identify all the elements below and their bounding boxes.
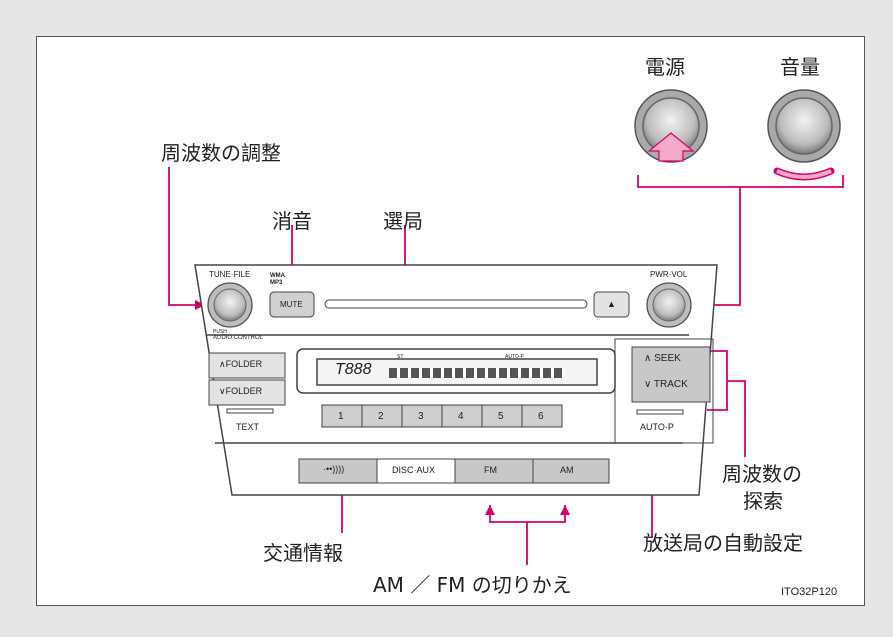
preset-4[interactable]: 4: [458, 411, 464, 422]
audio-control-text: AUDIO CONTROL: [213, 335, 264, 341]
disc-aux-button[interactable]: [376, 458, 456, 484]
folder-down-text: ∨FOLDER: [219, 386, 263, 396]
folder-up-button[interactable]: [208, 352, 286, 379]
preset-3[interactable]: 3: [418, 411, 424, 422]
cd-slot: [324, 299, 588, 309]
search-label-line2: 探索: [743, 489, 783, 513]
eject-button[interactable]: [593, 291, 630, 318]
autop-indicator: AUTO-P: [505, 354, 524, 360]
search-label-line1: 周波数の: [722, 462, 802, 486]
pwr-vol-knob[interactable]: [646, 282, 692, 328]
traffic-button[interactable]: [298, 458, 378, 484]
preset-1[interactable]: 1: [338, 411, 344, 422]
traffic-button-icon: ·••)))): [323, 464, 345, 474]
fm-text: FM: [484, 465, 497, 475]
eject-text: ▲: [607, 299, 616, 309]
amfm-label: AM ／ FM の切りかえ: [373, 573, 572, 597]
mute-label: 消音: [272, 209, 312, 233]
preset-6[interactable]: 6: [538, 411, 544, 422]
display-readout: T888: [335, 361, 372, 378]
mp3-text: MP3: [270, 280, 283, 286]
tune-file-text: TUNE·FILE: [209, 270, 251, 279]
am-button[interactable]: [532, 458, 610, 484]
radio-diagram: [168, 89, 844, 565]
tune-label: 周波数の調整: [161, 141, 281, 165]
diagram-frame: 電源 音量 周波数の調整 消音 選局 周波数の 探索 交通情報 放送局の自動設定…: [36, 36, 865, 606]
folder-up-text: ∧FOLDER: [219, 359, 263, 369]
radio-panel: [194, 264, 718, 496]
autop-button-text[interactable]: AUTO·P: [640, 422, 674, 432]
preset-5[interactable]: 5: [498, 411, 504, 422]
am-text: AM: [560, 465, 574, 475]
volume-label: 音量: [780, 55, 820, 79]
preset-buttons[interactable]: [321, 404, 563, 428]
disc-aux-text: DISC·AUX: [392, 465, 436, 475]
text-button-text[interactable]: TEXT: [236, 422, 260, 432]
volume-knob: [767, 89, 841, 181]
autop-slot: [636, 409, 684, 415]
preset-2[interactable]: 2: [378, 411, 384, 422]
select-label: 選局: [383, 209, 423, 233]
mute-text: MUTE: [280, 300, 303, 309]
wma-text: WMA: [270, 273, 285, 279]
traffic-label: 交通情報: [263, 541, 343, 565]
st-indicator: ST: [397, 354, 404, 360]
text-slot: [226, 408, 274, 414]
mute-button[interactable]: [269, 291, 315, 318]
folder-down-button[interactable]: [208, 379, 286, 406]
autoset-label: 放送局の自動設定: [643, 531, 803, 555]
push-text: PUSH: [213, 329, 227, 335]
pwr-vol-text: PWR·VOL: [650, 270, 688, 279]
figure-code: ITO32P120: [781, 586, 838, 598]
power-label: 電源: [645, 55, 685, 79]
seek-track-button[interactable]: [631, 346, 711, 403]
track-text: ∨ TRACK: [644, 379, 688, 390]
seek-text: ∧ SEEK: [644, 353, 681, 364]
tune-file-knob[interactable]: [207, 282, 253, 328]
display-segments: [389, 368, 565, 378]
power-knob: [634, 89, 708, 163]
